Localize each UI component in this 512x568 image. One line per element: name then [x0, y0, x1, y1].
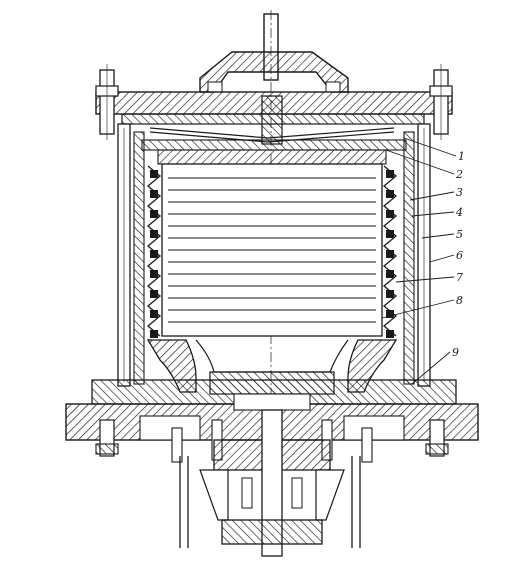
top-bolt-right: [429, 64, 453, 140]
callout-label-8: 8: [456, 294, 463, 307]
edge-seal-block: [150, 230, 158, 238]
edge-seal-block: [386, 270, 394, 278]
edge-seal-block: [386, 210, 394, 218]
callout-leaders: [381, 137, 457, 385]
leader-line-7: [395, 276, 455, 283]
support-legs: [179, 456, 361, 548]
callout-label-6: 6: [456, 249, 463, 262]
leader-line-4: [411, 211, 455, 217]
callout-label-1: 1: [458, 150, 465, 163]
base-bolt-right: [425, 419, 449, 457]
edge-seal-block: [150, 330, 158, 338]
top-cover: [95, 91, 453, 145]
edge-seal-block: [150, 290, 158, 298]
callout-label-9: 9: [452, 346, 459, 359]
edge-seal-block: [386, 170, 394, 178]
edge-seal-block: [386, 310, 394, 318]
filter-edge-serration: [146, 165, 398, 338]
leader-line-6: [429, 254, 455, 263]
edge-seal-block: [150, 250, 158, 258]
leader-line-8: [381, 299, 455, 319]
leader-line-3: [409, 191, 455, 201]
edge-seal-block: [386, 230, 394, 238]
callout-label-3: 3: [456, 186, 463, 199]
lower-drive-housing: [199, 409, 345, 557]
leader-line-9: [411, 351, 451, 385]
edge-seal-block: [150, 310, 158, 318]
edge-seal-block: [386, 250, 394, 258]
callout-label-2: 2: [455, 168, 463, 181]
filter-disc-stack: [161, 163, 383, 337]
callout-label-7: 7: [456, 271, 463, 284]
edge-seal-block: [150, 170, 158, 178]
edge-seal-block: [386, 190, 394, 198]
base-bolt-left: [95, 419, 119, 457]
edge-seal-block: [150, 210, 158, 218]
callout-labels: 1 2 3 4 5 6 7 8 9: [452, 150, 465, 359]
edge-seal-block: [150, 190, 158, 198]
top-hub: [199, 51, 349, 93]
callout-label-4: 4: [455, 206, 463, 219]
leader-line-1: [403, 137, 457, 157]
leader-line-2: [385, 149, 455, 175]
outer-housing: [117, 123, 431, 387]
top-bolt-left: [95, 64, 119, 140]
edge-seal-block: [386, 290, 394, 298]
edge-seal-block: [150, 270, 158, 278]
spring-plate: [141, 127, 407, 165]
leader-line-5: [421, 233, 455, 239]
callout-label-5: 5: [456, 228, 463, 241]
edge-seal-block: [386, 330, 394, 338]
